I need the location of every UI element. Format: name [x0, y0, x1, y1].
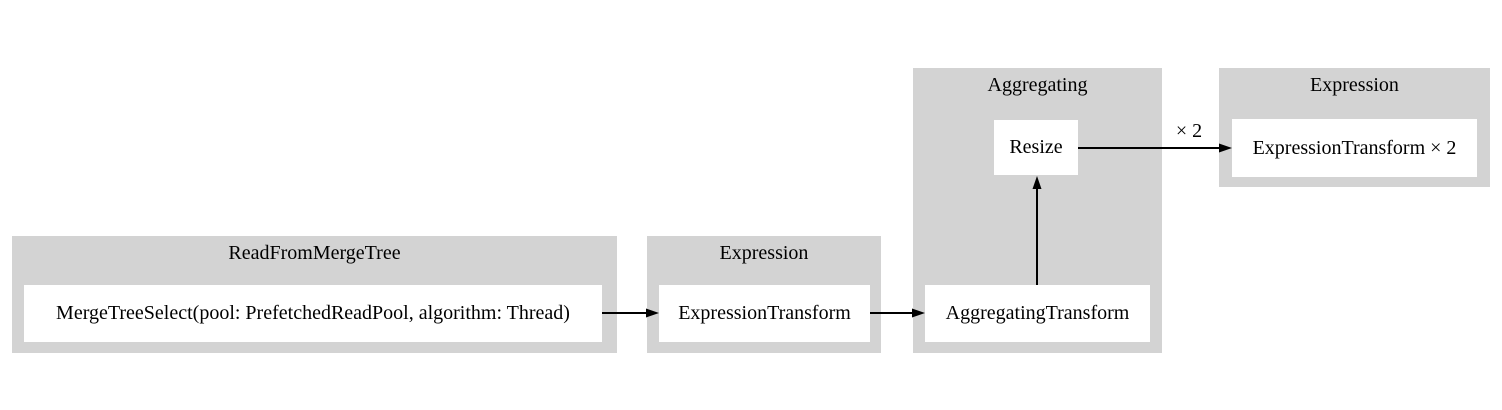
cluster-aggregating: Aggregating Resize AggregatingTransform — [913, 68, 1162, 353]
node-resize: Resize — [994, 120, 1078, 175]
cluster-expression-1: Expression ExpressionTransform — [647, 236, 881, 353]
cluster-title-readfrommergetree: ReadFromMergeTree — [228, 242, 401, 264]
edge-label-x2: × 2 — [1175, 120, 1203, 142]
cluster-title-expression-2: Expression — [1310, 74, 1399, 96]
cluster-readfrommergetree: ReadFromMergeTree MergeTreeSelect(pool: … — [12, 236, 617, 353]
cluster-title-expression-1: Expression — [719, 242, 809, 264]
node-expressiontransform: ExpressionTransform — [659, 285, 870, 342]
cluster-title-aggregating: Aggregating — [987, 74, 1088, 96]
node-expressiontransform-x2: ExpressionTransform × 2 — [1232, 119, 1477, 177]
cluster-expression-2: Expression ExpressionTransform × 2 — [1219, 68, 1490, 187]
node-mergetreeselect: MergeTreeSelect(pool: PrefetchedReadPool… — [24, 285, 602, 342]
node-aggregatingtransform: AggregatingTransform — [925, 285, 1150, 342]
